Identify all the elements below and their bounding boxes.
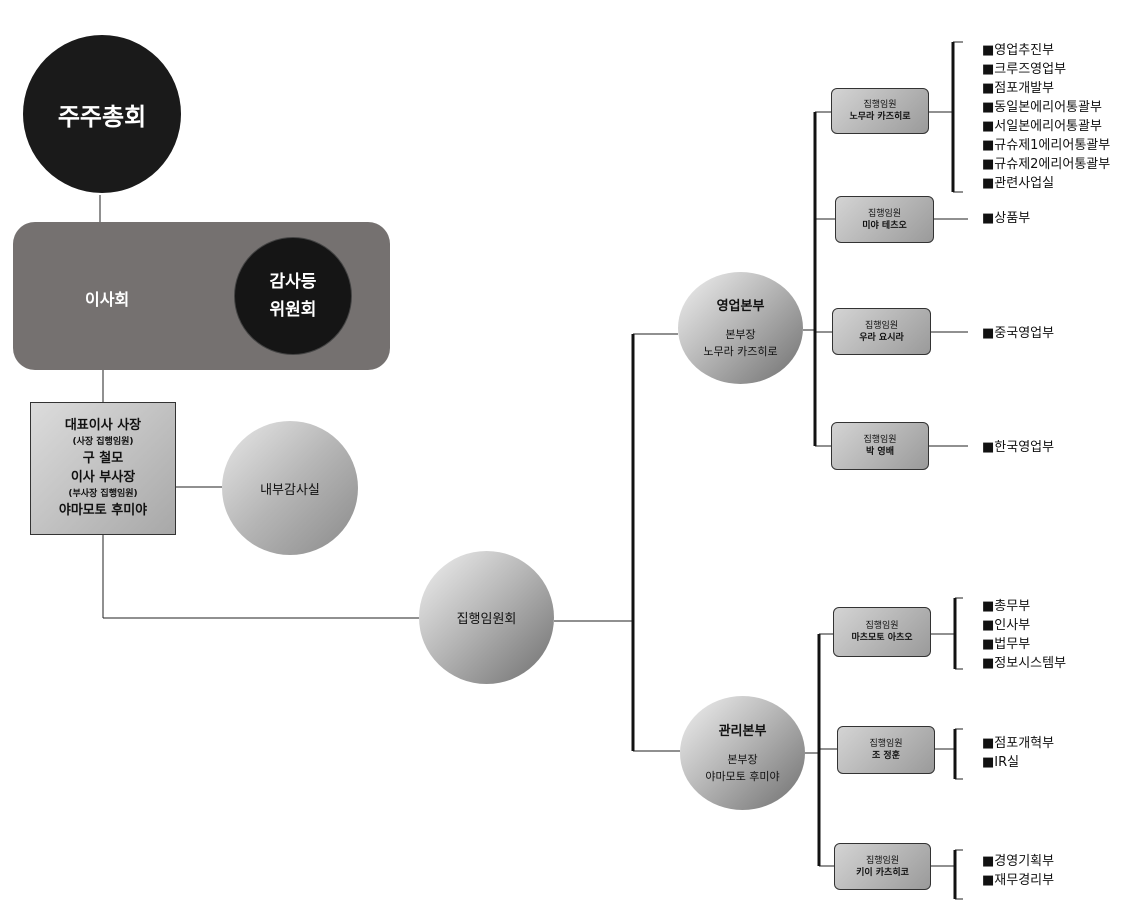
sales-division-head-name: 노무라 카즈히로 [703,345,778,358]
audit-committee-line2: 위원회 [269,300,317,320]
department-item: ■크루즈영업부 [982,62,1067,77]
board-label: 이사회 [85,290,130,309]
department-item: ■법무부 [982,637,1031,652]
sales-division-head-title: 본부장 [725,328,756,341]
department-item: ■총무부 [982,599,1031,614]
department-list: ■영업추진부 ■크루즈영업부 ■점포개발부 ■동일본에리어통괄부 ■서일본에리어… [982,41,1110,193]
vice-president-title: 이사 부사장 [70,470,136,485]
executive-officer-box: 집행임원 노무라 카즈히로 [831,88,929,134]
shareholders-meeting-label: 주주총회 [57,102,147,131]
department-item: ■관련사업실 [982,176,1055,191]
department-list: ■중국영업부 [982,324,1054,343]
executive-officer-box: 집행임원 박 영배 [831,422,929,470]
executive-officer-title: 집행임원 [867,208,902,219]
internal-audit-label: 내부감사실 [260,482,320,498]
executive-committee-node: 집행임원회 [419,551,554,684]
management-division-head-name: 야마모토 후미야 [705,770,780,783]
department-list: ■경영기획부 ■재무경리부 [982,852,1054,890]
internal-audit-node: 내부감사실 [222,421,358,555]
executive-officer-name: 미야 테츠오 [862,220,907,231]
department-item: ■서일본에리어통괄부 [982,119,1102,134]
department-item: ■동일본에리어통괄부 [982,100,1102,115]
department-item: ■영업추진부 [982,43,1055,58]
executive-officer-title: 집행임원 [865,621,899,631]
department-item: ■한국영업부 [982,440,1055,455]
executive-officer-name: 우라 요시라 [859,332,904,343]
president-title: 대표이사 사장 [64,418,142,433]
executive-officer-box: 집행임원 우라 요시라 [832,308,931,355]
department-item: ■규슈제2에리어통괄부 [982,157,1111,172]
executive-officer-name: 조 정훈 [872,751,900,761]
audit-committee-node: 감사등 위원회 [234,237,352,355]
management-division-head-title: 본부장 [727,753,758,766]
executive-officer-title: 집행임원 [863,435,897,445]
department-item: ■인사부 [982,618,1031,633]
management-division-name: 관리본부 [718,724,767,739]
executive-officer-name: 박 영배 [866,447,894,457]
executive-officer-box: 집행임원 마츠모토 아츠오 [833,607,931,657]
vice-president-name: 야마모토 후미야 [58,503,148,518]
sales-division-node: 영업본부 본부장 노무라 카즈히로 [678,272,803,384]
executive-officer-title: 집행임원 [863,100,897,110]
audit-committee-line1: 감사등 [269,272,317,292]
shareholders-meeting-node: 주주총회 [23,35,181,193]
executive-officer-title: 집행임원 [864,320,899,331]
executive-officer-title: 집행임원 [869,739,903,749]
vice-president-subtitle: (부사장 집행임원) [68,489,138,499]
executive-committee-label: 집행임원회 [456,612,517,627]
management-division-node: 관리본부 본부장 야마모토 후미야 [680,696,805,810]
executive-officer-name: 마츠모토 아츠오 [851,633,913,643]
department-item: ■규슈제1에리어통괄부 [982,138,1111,153]
executive-officer-title: 집행임원 [865,855,900,866]
department-item: ■점포개혁부 [982,736,1055,751]
president-name: 구 철모 [82,451,124,466]
executive-officer-box: 집행임원 키이 카츠히코 [834,843,931,890]
department-list: ■점포개혁부 ■IR실 [982,734,1054,772]
department-item: ■재무경리부 [982,873,1055,888]
executive-officer-box: 집행임원 미야 테츠오 [835,196,934,243]
department-list: ■상품부 [982,209,1030,228]
executive-officer-name: 노무라 카즈히로 [849,112,911,122]
department-item: ■중국영업부 [982,326,1055,341]
department-item: ■점포개발부 [982,81,1055,96]
sales-division-name: 영업본부 [716,299,765,314]
president-subtitle: (사장 집행임원) [72,437,134,447]
representative-directors-box: 대표이사 사장 (사장 집행임원) 구 철모 이사 부사장 (부사장 집행임원)… [30,402,176,535]
department-item: ■정보시스템부 [982,656,1067,671]
department-list: ■한국영업부 [982,438,1054,457]
department-item: ■IR실 [982,755,1020,770]
department-item: ■경영기획부 [982,854,1055,869]
department-item: ■상품부 [982,211,1031,226]
executive-officer-name: 키이 카츠히코 [856,867,909,878]
department-list: ■총무부 ■인사부 ■법무부 ■정보시스템부 [982,597,1066,673]
executive-officer-box: 집행임원 조 정훈 [837,726,935,774]
